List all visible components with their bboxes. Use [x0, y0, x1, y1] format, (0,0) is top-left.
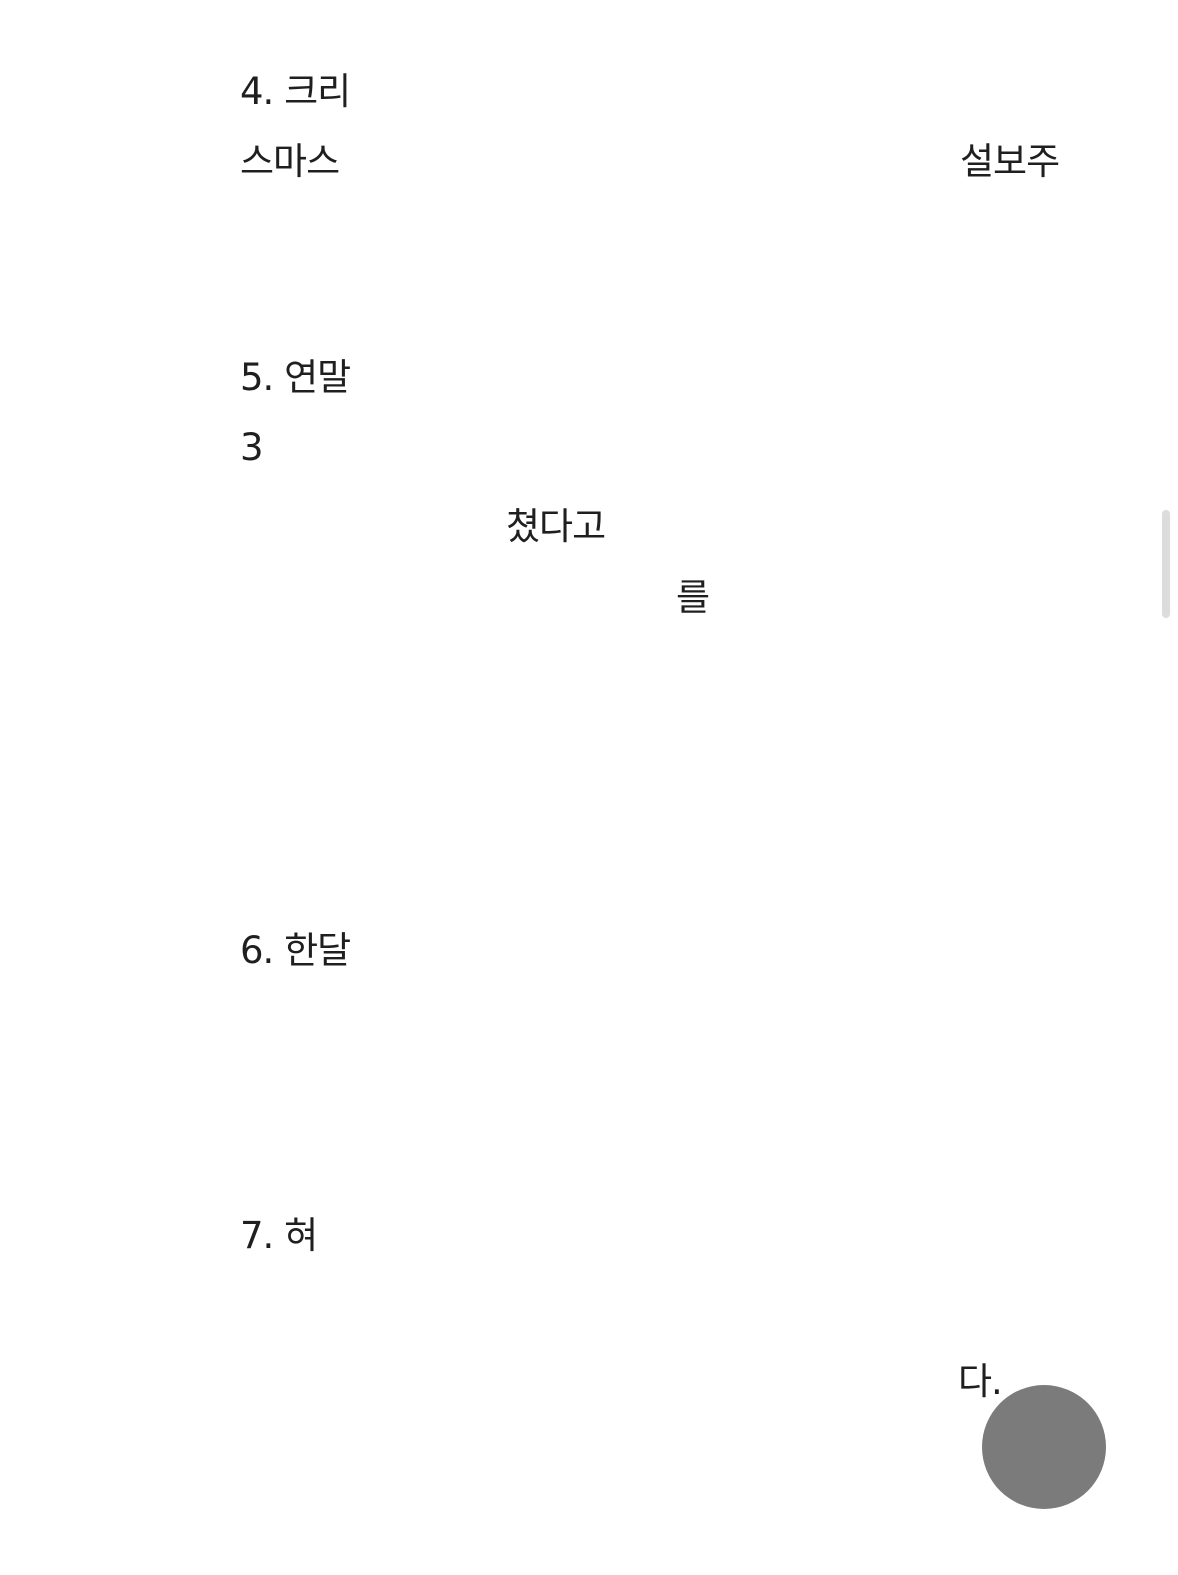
floating-action-button[interactable] [982, 1385, 1106, 1509]
scrollbar[interactable] [1162, 510, 1170, 618]
line-6-start: 6. 한달 [240, 929, 351, 972]
line-5-third: 쳤다고 [506, 505, 606, 548]
line-7-start: 7. 혀 [240, 1214, 318, 1257]
line-4-second: 스마스 [240, 140, 340, 183]
line-4-start: 4. 크리 [240, 70, 351, 113]
line-4-end: 설보주 [960, 140, 1060, 183]
line-7-end: 다. [958, 1360, 1003, 1403]
line-5-second: 3 [240, 426, 264, 469]
line-5-fourth: 를 [676, 576, 710, 619]
line-5-start: 5. 연말 [240, 356, 351, 399]
